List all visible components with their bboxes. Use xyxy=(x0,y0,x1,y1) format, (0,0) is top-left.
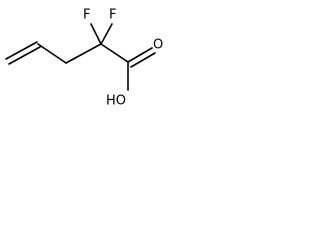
bond-c5-c4-double-a xyxy=(5,41,38,60)
bond-c2-c1 xyxy=(100,43,129,63)
atom-label-fluorine-left: F xyxy=(83,8,90,23)
atom-label-fluorine-right: F xyxy=(109,8,116,23)
bond-c2-f-right xyxy=(100,23,113,45)
atom-label-oxygen-carbonyl: O xyxy=(153,38,163,53)
bond-c5-c4-double-b xyxy=(8,46,41,65)
molecule-structure: F F O HO xyxy=(5,8,163,109)
bond-c2-f-left xyxy=(90,23,102,45)
bond-c1-o-double-a xyxy=(127,47,153,63)
bond-c1-o-double-b xyxy=(130,52,156,68)
bond-c4-c3 xyxy=(37,43,67,64)
bond-c3-c2 xyxy=(65,43,102,64)
atom-label-hydroxyl: HO xyxy=(106,94,126,109)
